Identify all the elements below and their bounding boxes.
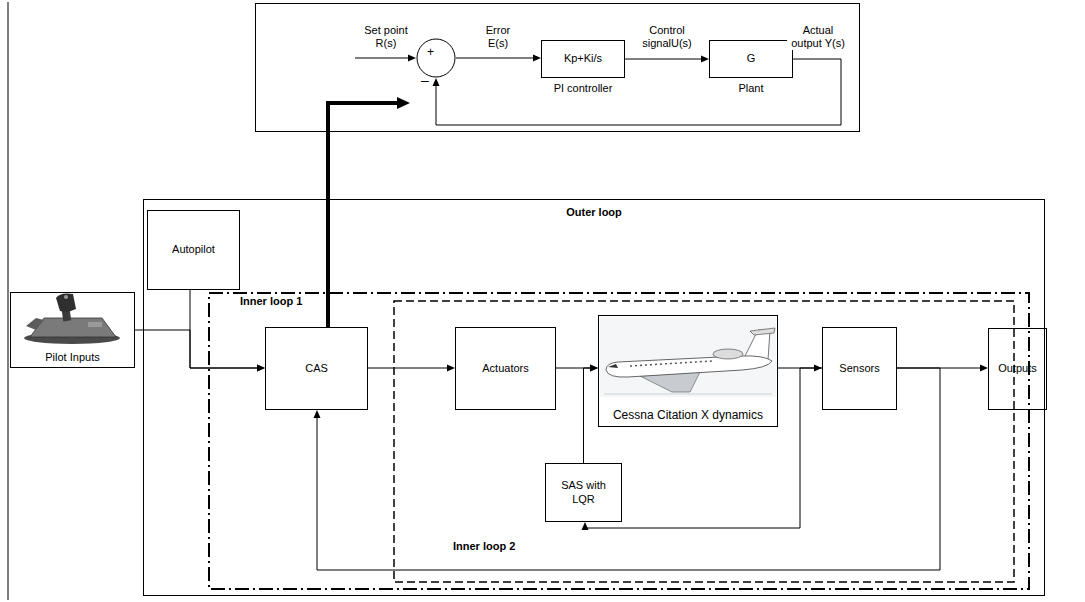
connector — [135, 330, 265, 372]
node-text: Cessna Citation X dynamics — [601, 408, 775, 422]
connector — [584, 365, 599, 464]
arrow-head — [433, 78, 440, 86]
text-holder: Inner loop 2 — [453, 540, 515, 553]
plant-box: GPlant — [709, 40, 793, 78]
node-text: CAS — [305, 362, 328, 375]
arrow-head — [701, 56, 709, 63]
node-text: Actuators — [482, 362, 528, 375]
signal-label: Actual output Y(s) — [787, 24, 849, 50]
connector-line — [317, 368, 940, 570]
text-holder: Plant — [670, 82, 832, 95]
cas-box: CAS — [265, 327, 368, 410]
outer-loop-box: Outer loopAutopilotInner loop 1CASInner … — [143, 199, 1045, 596]
signal-label-holder: Control signalU(s) — [636, 24, 698, 50]
signal-label-holder: Set point R(s) — [360, 24, 412, 50]
text-holder: PI controller — [502, 82, 664, 95]
connector-line — [585, 368, 822, 528]
output-box: Outputs — [988, 328, 1047, 410]
outline-shape — [208, 292, 1030, 590]
arrow-head — [590, 365, 598, 372]
node-text: + — [427, 45, 434, 59]
signal-label: Error E(s) — [478, 24, 518, 50]
connector-line — [456, 58, 535, 59]
text-area: CAS — [266, 328, 367, 409]
arrow-head — [447, 365, 455, 372]
signal-label: Set point R(s) — [360, 24, 412, 50]
pi-loop-box: +Kp+Ki/sPI controllerGPlant — [255, 3, 860, 132]
text-holder: Outer loop — [144, 206, 1044, 219]
text-holder: Inner loop 1 — [240, 295, 302, 308]
loop-outline — [209, 293, 1029, 589]
node-text: Kp+Ki/s — [564, 52, 602, 65]
connector-line — [584, 368, 593, 463]
arrow-head — [590, 365, 598, 372]
connector — [556, 365, 598, 372]
connector — [433, 59, 842, 125]
pi-controller-box: Kp+Ki/sPI controller — [541, 40, 625, 78]
node-text: PI controller — [502, 82, 664, 95]
arrow-head — [397, 97, 410, 109]
node-text: Outer loop — [144, 206, 1044, 219]
signal-label: Control signalU(s) — [636, 24, 698, 50]
arrow-head — [314, 410, 321, 418]
connector — [314, 368, 941, 570]
text-area: Autopilot — [148, 211, 239, 289]
node-text: Plant — [670, 82, 832, 95]
pilot-input-box: Pilot Inputs — [10, 292, 135, 368]
connector — [368, 365, 455, 372]
signal-label-holder: Error E(s) — [478, 24, 518, 50]
loop-outline — [394, 301, 1014, 582]
junction-outline — [417, 39, 455, 77]
text-area: G — [710, 41, 792, 77]
frame-line — [8, 2, 9, 600]
connector — [582, 368, 823, 530]
text-holder: Pilot Inputs — [13, 351, 132, 364]
arrow-head — [980, 365, 988, 372]
input-wire — [355, 58, 408, 59]
arrow-head — [408, 55, 416, 62]
node-text: Inner loop 2 — [453, 540, 515, 553]
node-text: Inner loop 1 — [240, 295, 302, 308]
signal-label: – — [417, 72, 433, 89]
actuator-box: Actuators — [455, 327, 556, 410]
arrow-head — [533, 55, 541, 62]
text-area: Actuators — [456, 328, 555, 409]
node-text: SAS with LQR — [550, 479, 617, 505]
connector-line — [625, 59, 703, 60]
text-area: Outputs — [989, 329, 1046, 409]
arrow-head — [257, 365, 265, 372]
inner-loop-box: Inner loop 2 ActuatorsCessna Citation X d… — [393, 300, 1015, 583]
inner-loop-box: Inner loop 1 CAS Inner loop 2 ActuatorsCess… — [208, 292, 1030, 590]
joystick-illustration — [24, 294, 120, 345]
connector — [456, 55, 541, 62]
node-text: G — [747, 52, 756, 65]
text-area: Sensors — [823, 328, 896, 409]
signal-label-holder: Actual output Y(s) — [787, 24, 849, 50]
aircraft-dynamics-box: Cessna Citation X dynamics — [598, 315, 778, 427]
arrow-head — [582, 522, 589, 530]
sas-box: SAS with LQR — [545, 463, 622, 522]
node-text: Sensors — [839, 362, 879, 375]
signal-label-holder: – — [417, 72, 433, 89]
node-text: Autopilot — [172, 243, 215, 256]
arrow-head — [257, 365, 265, 372]
text-area: SAS with LQR — [546, 464, 621, 521]
sensor-box: Sensors — [822, 327, 897, 410]
node-text: Outputs — [998, 362, 1037, 375]
aircraft-illustration — [600, 317, 776, 397]
connector-line — [135, 330, 259, 368]
node-text: Pilot Inputs — [13, 351, 132, 364]
text-holder: + — [427, 45, 434, 59]
connector — [625, 56, 709, 63]
connector-line — [368, 368, 449, 369]
connector-line — [436, 59, 841, 125]
text-area: Kp+Ki/s — [542, 41, 624, 77]
autopilot-box: Autopilot — [147, 210, 240, 290]
text-holder: Cessna Citation X dynamics — [601, 408, 775, 422]
